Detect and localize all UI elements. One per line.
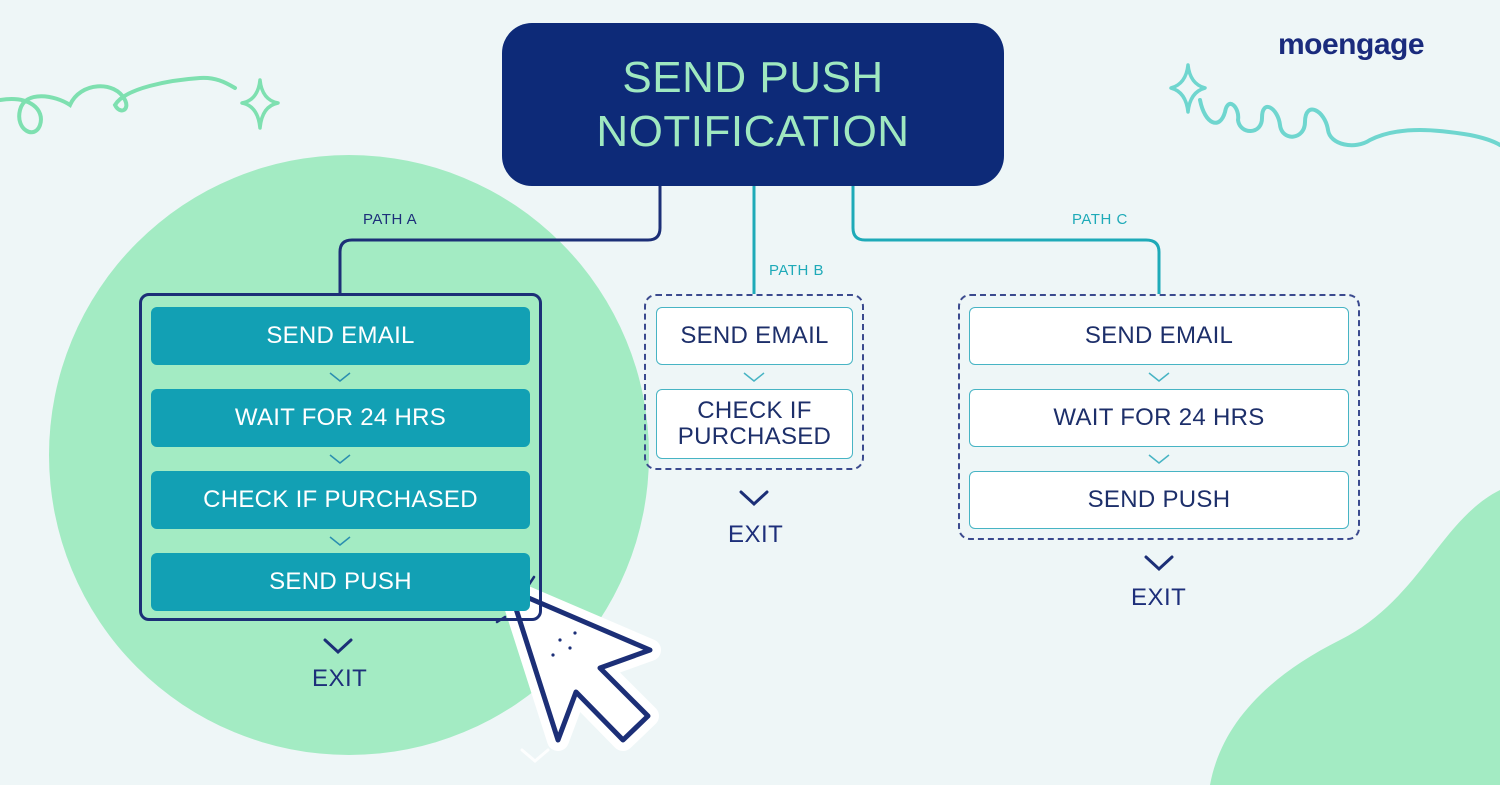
cursor-pointer-icon — [499, 579, 661, 751]
chevron-down-icon — [1148, 372, 1170, 382]
path-c-exit: EXIT — [1131, 584, 1187, 611]
exit-chevron-icon-c — [1144, 555, 1174, 572]
path-c-label: PATH C — [1072, 211, 1128, 228]
exit-chevron-icon-a — [323, 638, 353, 655]
root-node-line1: SEND PUSH — [622, 52, 884, 102]
root-node-send-push-notification: SEND PUSH NOTIFICATION — [502, 23, 1004, 186]
path-a-exit: EXIT — [312, 665, 368, 692]
green-corner-blob — [1210, 490, 1500, 785]
connector-path-a — [338, 186, 662, 293]
squiggle-decoration-right — [1198, 98, 1500, 148]
connector-path-c — [851, 186, 1161, 294]
path-a-step-wait-24-hrs[interactable]: WAIT FOR 24 HRS — [151, 389, 530, 447]
path-b-exit: EXIT — [728, 521, 784, 548]
path-b-step-check-purchased[interactable]: CHECK IF PURCHASED — [656, 389, 853, 459]
path-a-step-send-push[interactable]: SEND PUSH — [151, 553, 530, 611]
squiggle-decoration-left — [0, 75, 237, 135]
path-c-group — [958, 294, 1360, 540]
path-b-step-send-email[interactable]: SEND EMAIL — [656, 307, 853, 365]
path-b-group — [644, 294, 864, 470]
path-a-step-send-email[interactable]: SEND EMAIL — [151, 307, 530, 365]
chevron-down-icon — [329, 372, 351, 382]
chevron-down-icon — [329, 454, 351, 464]
path-c-step-send-email[interactable]: SEND EMAIL — [969, 307, 1349, 365]
exit-chevron-icon-b — [739, 490, 769, 507]
path-a-step-check-purchased[interactable]: CHECK IF PURCHASED — [151, 471, 530, 529]
faint-chevron-icon — [520, 748, 550, 763]
chevron-down-icon — [743, 372, 765, 382]
path-a-label: PATH A — [363, 211, 418, 228]
sparkle-icon-right — [1169, 63, 1207, 114]
path-a-group — [139, 293, 542, 621]
path-b-label: PATH B — [769, 262, 824, 279]
path-c-step-wait-24-hrs[interactable]: WAIT FOR 24 HRS — [969, 389, 1349, 447]
sparkle-icon-left — [240, 78, 280, 130]
root-node-line2: NOTIFICATION — [596, 106, 910, 156]
chevron-down-icon — [329, 536, 351, 546]
path-c-step-send-push[interactable]: SEND PUSH — [969, 471, 1349, 529]
moengage-logo: moengage — [1278, 28, 1425, 61]
chevron-down-icon — [1148, 454, 1170, 464]
